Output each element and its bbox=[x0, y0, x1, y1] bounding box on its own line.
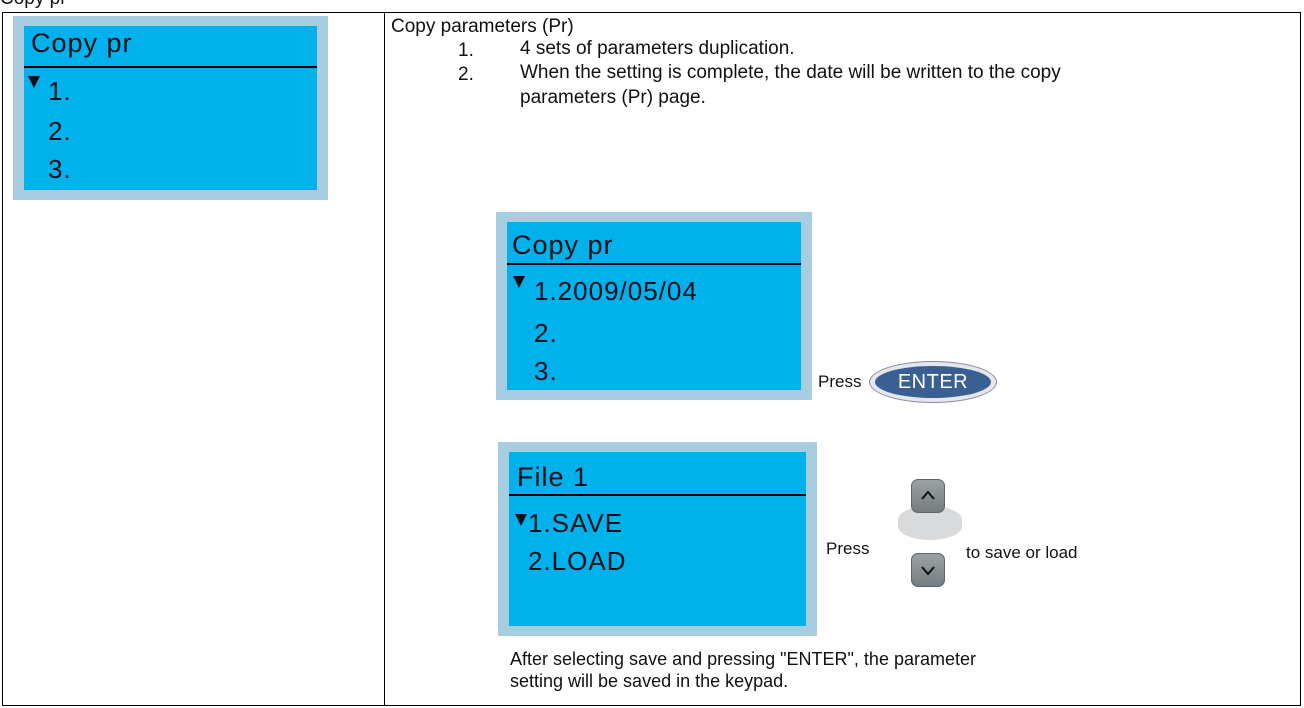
footnote-line-1: After selecting save and pressing "ENTER… bbox=[510, 649, 976, 669]
enter-key[interactable]: ENTER bbox=[869, 361, 997, 403]
lcd-screen: Copy pr 1. 2. 3. bbox=[24, 26, 317, 190]
lcd-title: File 1 bbox=[517, 462, 590, 492]
lcd-row-3: 3. bbox=[48, 154, 72, 184]
column-divider bbox=[384, 13, 385, 705]
description-title: Copy parameters (Pr) bbox=[391, 16, 574, 37]
lcd-title-rule bbox=[509, 494, 806, 496]
lcd-row-1: 1.2009/05/04 bbox=[534, 276, 698, 306]
list-item-number-2: 2. bbox=[458, 64, 474, 85]
list-item-number-1: 1. bbox=[458, 40, 474, 61]
enter-key-label: ENTER bbox=[875, 366, 991, 398]
save-or-load-label: to save or load bbox=[966, 543, 1078, 562]
list-item-text-2b: parameters (Pr) page. bbox=[520, 87, 706, 108]
lcd-row-3: 3. bbox=[534, 356, 558, 386]
selection-triangle-icon bbox=[513, 276, 525, 288]
footnote-line-2: setting will be saved in the keypad. bbox=[510, 671, 789, 691]
lcd-title: Copy pr bbox=[31, 28, 133, 58]
list-item-text-1: 4 sets of parameters duplication. bbox=[520, 38, 795, 59]
lcd-row-1: 1. bbox=[48, 76, 72, 106]
lcd-row-2: 2.LOAD bbox=[528, 546, 627, 576]
lcd-title-rule bbox=[507, 263, 801, 265]
up-arrow-key-icon[interactable] bbox=[911, 479, 945, 513]
lcd-row-2: 2. bbox=[48, 116, 72, 146]
list-item-text-2a: When the setting is complete, the date w… bbox=[520, 62, 1061, 83]
selection-triangle-icon bbox=[515, 514, 527, 526]
lcd-row-2: 2. bbox=[534, 318, 558, 348]
lcd-title-rule bbox=[24, 66, 317, 68]
cut-off-heading: Copy pr bbox=[0, 0, 67, 10]
lcd-file-1: File 1 1.SAVE 2.LOAD bbox=[498, 442, 817, 636]
lcd-copy-pr-list: Copy pr 1. 2. 3. bbox=[13, 16, 328, 200]
content-table bbox=[2, 12, 1301, 706]
footnote: After selecting save and pressing "ENTER… bbox=[510, 648, 1210, 692]
lcd-copy-pr-dated: Copy pr 1.2009/05/04 2. 3. bbox=[496, 212, 812, 400]
lcd-screen: File 1 1.SAVE 2.LOAD bbox=[509, 452, 806, 626]
press-label-enter: Press bbox=[818, 372, 862, 391]
selection-triangle-icon bbox=[28, 76, 40, 88]
lcd-screen: Copy pr 1.2009/05/04 2. 3. bbox=[507, 222, 801, 390]
down-arrow-key-icon[interactable] bbox=[911, 553, 945, 587]
press-label-updown: Press bbox=[826, 539, 870, 558]
lcd-row-1: 1.SAVE bbox=[528, 508, 624, 538]
lcd-title: Copy pr bbox=[512, 230, 614, 260]
